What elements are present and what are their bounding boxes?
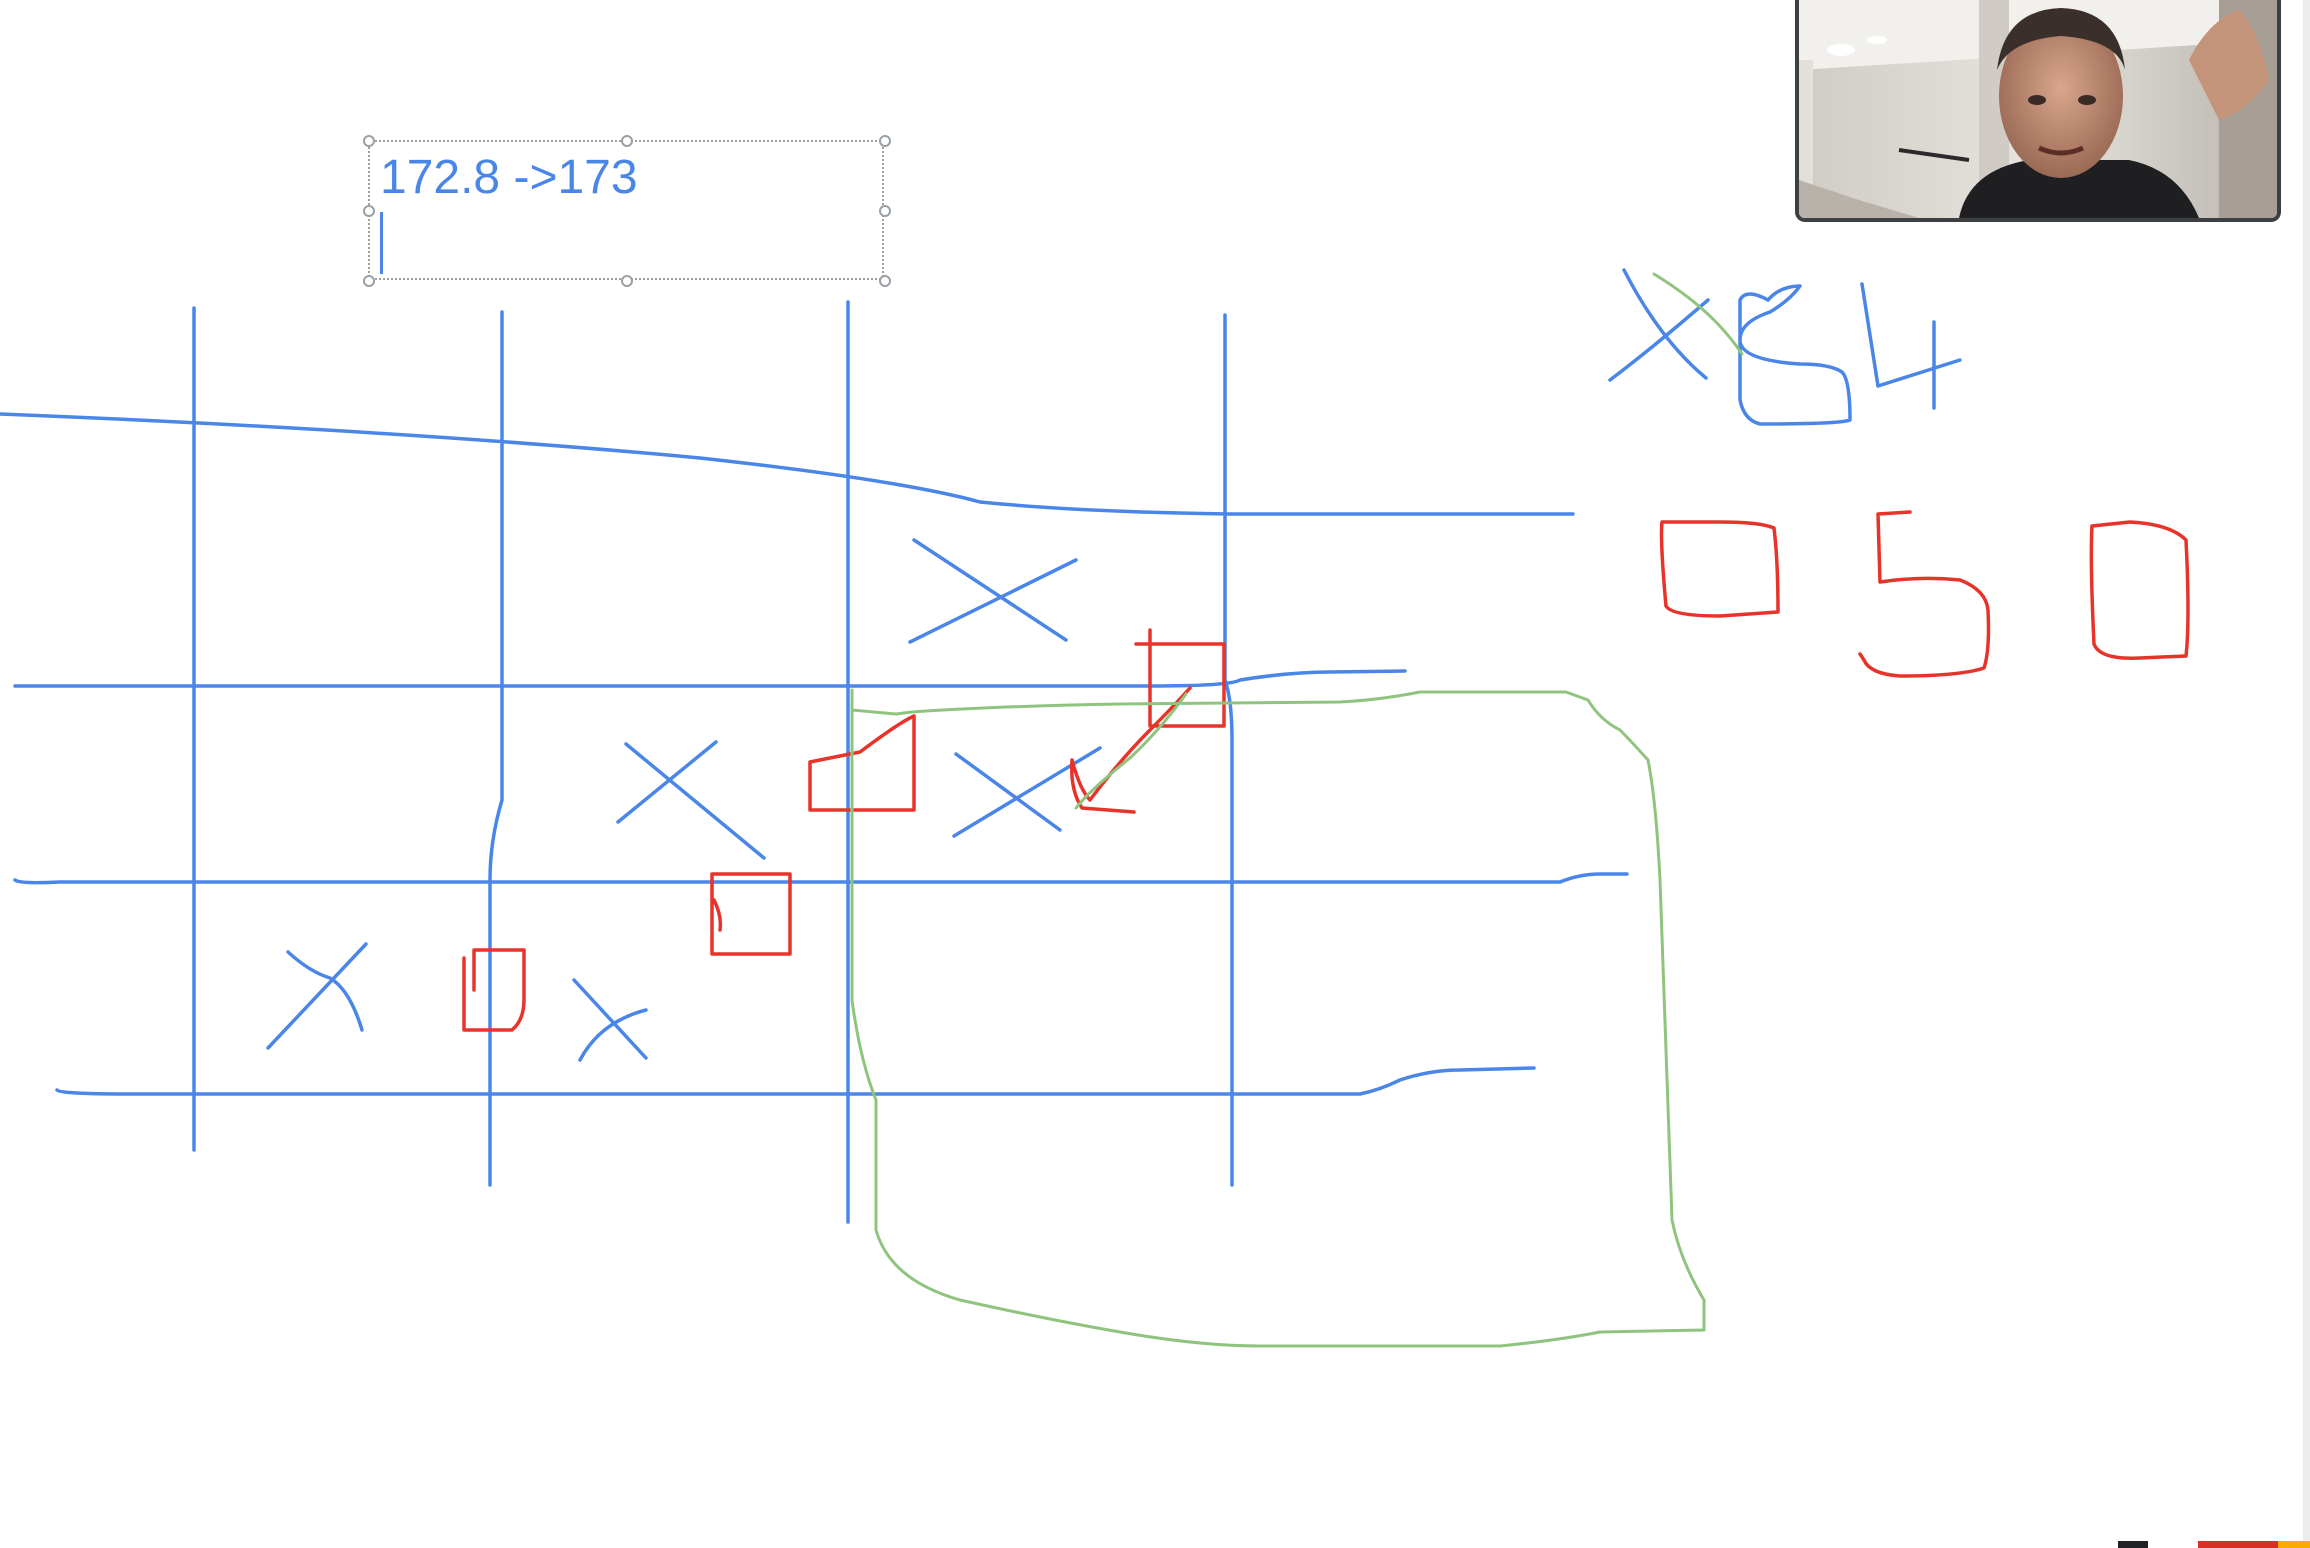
grid-horizontal-lines: [0, 412, 1629, 1096]
x-mark-bottom-left: [266, 942, 368, 1050]
selected-text-box[interactable]: 172.8 ->173: [363, 135, 891, 287]
green-outline: [850, 688, 1706, 1348]
handwritten-0-left: [1659, 520, 1780, 618]
x-mark-middle-left: [616, 740, 766, 860]
resize-handle-top-right[interactable]: [879, 135, 891, 147]
participant-video-feed: [1799, 0, 2277, 218]
resize-handle-middle-left[interactable]: [363, 205, 375, 217]
grid-horizontal-line-1: [0, 412, 1575, 516]
participant-video-tile[interactable]: [1795, 0, 2281, 222]
board-edge: [2303, 0, 2310, 1548]
bottom-status-strip: [2118, 1541, 2310, 1548]
resize-handle-bottom-center[interactable]: [621, 275, 633, 287]
top-right-marks: [1608, 268, 1962, 426]
grid-horizontal-line-4: [55, 1066, 1536, 1096]
grid-vertical-line-4: [1223, 313, 1234, 1187]
x-mark-top-center: [908, 538, 1078, 644]
resize-handle-bottom-left[interactable]: [363, 275, 375, 287]
grid-horizontal-line-2: [13, 669, 1407, 688]
grid-vertical-line-2: [488, 310, 504, 1187]
resize-handle-middle-right[interactable]: [879, 205, 891, 217]
x-mark-middle-right: [952, 746, 1102, 838]
o-mark-bottom-left: [462, 948, 526, 1032]
o-mark-top: [1134, 628, 1226, 728]
strip-segment-dark: [2118, 1541, 2148, 1548]
text-caret: [380, 212, 383, 274]
handwritten-x: [1608, 268, 1710, 382]
handwritten-5: [1858, 510, 1991, 678]
resize-handle-bottom-right[interactable]: [879, 275, 891, 287]
grid-o-marks: [462, 628, 1226, 1032]
o-mark-middle: [808, 714, 916, 812]
textbox-content[interactable]: 172.8 ->173: [380, 151, 638, 204]
handwritten-0-right: [2089, 520, 2190, 660]
grid-x-marks: [266, 538, 1102, 1062]
resize-handle-top-center[interactable]: [621, 135, 633, 147]
x-mark-bottom-middle: [572, 978, 648, 1062]
handwritten-6: [1738, 284, 1852, 426]
o-mark-lower-middle: [710, 872, 792, 956]
resize-handle-top-left[interactable]: [363, 135, 375, 147]
grid-horizontal-line-3: [13, 872, 1629, 885]
middle-right-marks: [1659, 510, 2190, 678]
green-slash: [1652, 272, 1744, 356]
strip-segment-red: [2198, 1541, 2278, 1548]
strip-segment-yellow: [2278, 1541, 2310, 1548]
handwritten-4: [1860, 282, 1962, 410]
o-mark-scribble: [1069, 686, 1192, 814]
